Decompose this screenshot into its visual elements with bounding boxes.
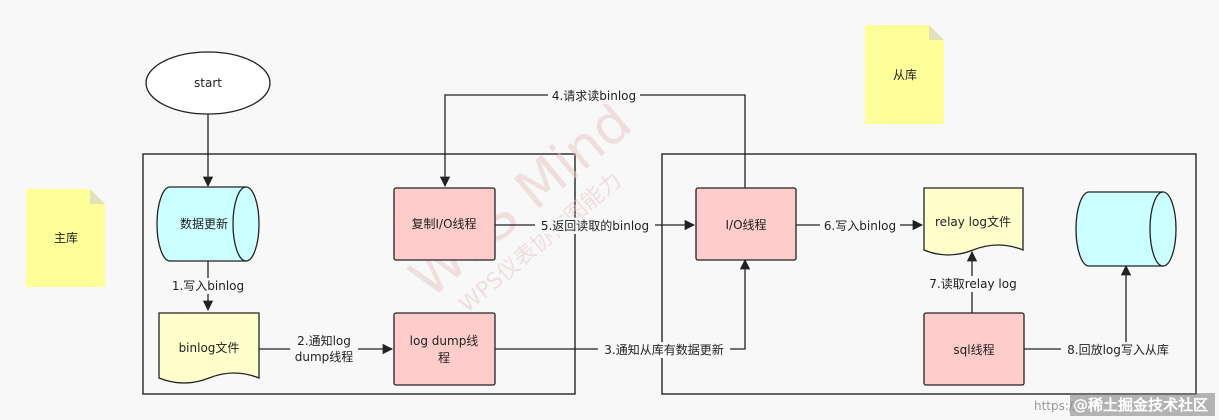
node-sql-thread: sql线程 (923, 312, 1025, 386)
credit: https:// @稀土掘金技术社区 (1034, 393, 1215, 416)
edge-8-label: 8.回放log写入从库 (1067, 342, 1169, 357)
note-slave: 从库 (865, 25, 944, 124)
node-log-dump-thread-label-2: 程 (438, 350, 450, 365)
node-binlog-file: binlog文件 (158, 312, 260, 384)
slave-container (661, 153, 1197, 395)
edge-labels: 1.写入binlog 2.通知log dump线程 3.通知从库有数据更新 4.… (168, 88, 1175, 366)
node-log-dump-thread-label-1: log dump线 (410, 334, 479, 348)
master-container (142, 153, 576, 395)
edge-2-label-2: dump线程 (295, 349, 354, 364)
node-log-dump-thread: log dump线 程 (393, 312, 496, 386)
node-slave-io-thread-label: I/O线程 (725, 217, 766, 232)
edge-5-label: 5.返回读取的binlog (541, 218, 649, 233)
node-copy-io-thread-label: 复制I/O线程 (411, 216, 476, 231)
node-relay-log-file-label: relay log文件 (935, 214, 1011, 229)
edge-7-label: 7.读取relay log (929, 277, 1016, 291)
node-slave-db (1075, 191, 1177, 267)
edge-4-label: 4.请求读binlog (552, 89, 636, 103)
node-copy-io-thread: 复制I/O线程 (393, 187, 496, 261)
node-start: start (145, 51, 271, 115)
node-sql-thread-label: sql线程 (953, 342, 994, 357)
edge-8-line (1024, 264, 1132, 350)
node-data-update-label: 数据更新 (180, 216, 228, 231)
edge-2-label-1: 2.通知log (297, 334, 351, 348)
node-start-label: start (194, 76, 222, 90)
edge-3-line (495, 258, 751, 350)
node-binlog-file-label: binlog文件 (179, 340, 240, 355)
note-master: 主库 (26, 189, 105, 287)
credit-prefix: https:// (1034, 399, 1078, 413)
edge-1-label: 1.写入binlog (172, 279, 244, 293)
note-slave-label: 从库 (893, 67, 917, 82)
edge-3-label: 3.通知从库有数据更新 (604, 342, 723, 357)
note-master-label: 主库 (54, 230, 78, 245)
node-relay-log-file: relay log文件 (923, 187, 1024, 256)
edge-6-label: 6.写入binlog (824, 219, 896, 233)
node-data-update: 数据更新 (156, 186, 260, 262)
credit-handle: @稀土掘金技术社区 (1073, 396, 1208, 414)
node-slave-io-thread: I/O线程 (695, 187, 797, 261)
